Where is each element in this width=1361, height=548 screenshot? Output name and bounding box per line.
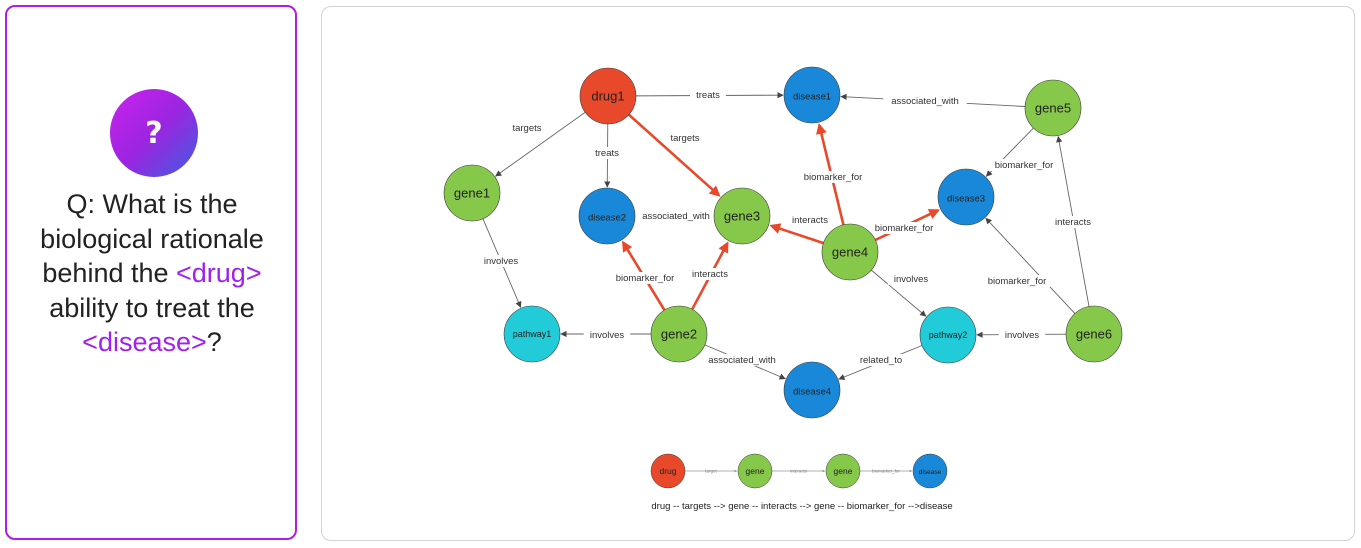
edge-label-gene2-pathway1: involves <box>590 330 625 341</box>
drug-token: <drug> <box>176 258 262 288</box>
legend-node-0 <box>650 453 686 489</box>
legend-node-3 <box>912 453 948 489</box>
node-label-gene5: gene5 <box>1035 101 1071 116</box>
edge-drug1-gene1 <box>495 111 586 177</box>
node-label-gene6: gene6 <box>1076 327 1112 342</box>
node-label-pathway1: pathway1 <box>513 329 552 339</box>
edge-label-bg <box>998 329 1046 341</box>
edge-label-bg <box>887 273 935 285</box>
legend-edge-label-2: biomarker_for <box>872 469 900 474</box>
node-disease3 <box>937 168 995 226</box>
edge-label-pathway2-disease4: related_to <box>860 355 902 366</box>
edge-label-bg <box>700 354 784 366</box>
edge-label-gene3-disease2: associated_with <box>642 211 710 222</box>
node-disease2 <box>578 187 636 245</box>
edge-label-gene4-gene3: interacts <box>792 215 828 226</box>
edge-gene6-disease3 <box>985 217 1076 314</box>
edge-label-gene6-gene5: interacts <box>1055 217 1091 228</box>
disease-token: <disease> <box>82 327 207 357</box>
question-mark-icon: ? <box>110 89 198 177</box>
question-text-part2: ability to treat the <box>49 292 255 323</box>
edge-label-gene5-disease3: biomarker_for <box>995 160 1054 171</box>
node-label-disease4: disease4 <box>793 387 831 398</box>
node-label-gene1: gene1 <box>454 186 490 201</box>
graph-panel: treats targets treats targets associated_wit… <box>321 6 1355 541</box>
legend-edge-label-0: target <box>705 469 717 474</box>
node-disease4 <box>783 361 841 419</box>
edge-label-bg <box>664 132 706 144</box>
edge-label-gene4-disease3: biomarker_for <box>875 223 934 234</box>
edge-label-drug1-gene1: targets <box>512 123 541 134</box>
edge-label-bg <box>784 214 836 226</box>
edge-label-bg <box>867 222 941 234</box>
edge-label-bg <box>883 95 967 107</box>
edge-gene4-pathway2 <box>871 269 927 317</box>
edge-label-gene1-pathway1: involves <box>484 256 519 267</box>
edge-label-drug1-gene3: targets <box>670 133 699 144</box>
edge-label-bg <box>634 210 718 222</box>
node-pathway1 <box>503 305 561 363</box>
edge-label-bg <box>583 329 631 341</box>
edge-label-bg <box>477 255 525 267</box>
node-label-gene4: gene4 <box>832 245 868 260</box>
node-drug1 <box>579 67 637 125</box>
legend-node-label-1: gene <box>746 466 765 476</box>
edge-label-drug1-disease1: treats <box>696 90 720 101</box>
legend-node-label-2: gene <box>834 466 853 476</box>
legend-node-label-0: drug <box>659 466 676 476</box>
node-gene2 <box>650 305 708 363</box>
question-mark-glyph: ? <box>145 115 163 151</box>
legend-edge-label-1: interacts <box>790 469 808 474</box>
edge-label-bg <box>987 159 1061 171</box>
node-gene6 <box>1065 305 1123 363</box>
legend-node-2 <box>825 453 861 489</box>
legend-node-1 <box>737 453 773 489</box>
path-legend: target interacts biomarker_for drug gene gene… <box>650 453 948 489</box>
edge-label-bg <box>684 268 736 280</box>
node-label-disease1: disease1 <box>793 92 831 103</box>
edge-label-gene5-disease1: associated_with <box>891 96 959 107</box>
edge-label-gene4-pathway2: involves <box>894 274 929 285</box>
edge-label-gene6-disease3: biomarker_for <box>988 276 1047 287</box>
question-card: ? Q: What is the biological rationale be… <box>5 5 297 540</box>
node-pathway2 <box>919 306 977 364</box>
node-gene1 <box>443 164 501 222</box>
node-label-disease3: disease3 <box>947 194 985 205</box>
edge-label-gene4-disease1: biomarker_for <box>804 172 863 183</box>
node-label-gene3: gene3 <box>724 209 760 224</box>
question-text-part1: Q: What is the biological rationale behi… <box>40 189 264 288</box>
node-label-disease2: disease2 <box>588 213 626 224</box>
legend-node-label-3: disease <box>919 469 942 476</box>
node-label-gene2: gene2 <box>661 327 697 342</box>
edge-label-bg <box>980 275 1054 287</box>
node-label-drug1: drug1 <box>591 89 624 104</box>
node-label-pathway2: pathway2 <box>929 330 968 340</box>
edge-label-bg <box>1047 216 1099 228</box>
node-gene3 <box>713 187 771 245</box>
edge-label-gene6-pathway2: involves <box>1005 330 1040 341</box>
legend-caption: drug -- targets --> gene -- interacts --… <box>651 501 952 512</box>
node-disease1 <box>783 66 841 124</box>
question-text: Q: What is the biological rationale behi… <box>17 187 287 360</box>
edge-label-gene2-gene3: interacts <box>692 269 728 280</box>
edge-label-bg <box>506 122 548 134</box>
edge-label-bg <box>589 147 625 159</box>
edge-label-gene2-disease2: biomarker_for <box>616 273 675 284</box>
edge-label-bg <box>690 89 726 101</box>
question-text-part3: ? <box>206 327 222 357</box>
edge-label-gene2-disease4: associated_with <box>708 355 776 366</box>
edge-label-drug1-disease2: treats <box>595 148 619 159</box>
edge-label-bg <box>796 171 870 183</box>
edge-drug1-gene3 <box>627 113 721 197</box>
edge-gene4-gene3 <box>769 223 824 245</box>
edge-label-bg <box>608 272 682 284</box>
edge-label-bg <box>852 354 910 366</box>
node-gene4 <box>821 223 879 281</box>
knowledge-graph: treats targets treats targets associated_wit… <box>443 66 1123 512</box>
node-gene5 <box>1024 79 1082 137</box>
